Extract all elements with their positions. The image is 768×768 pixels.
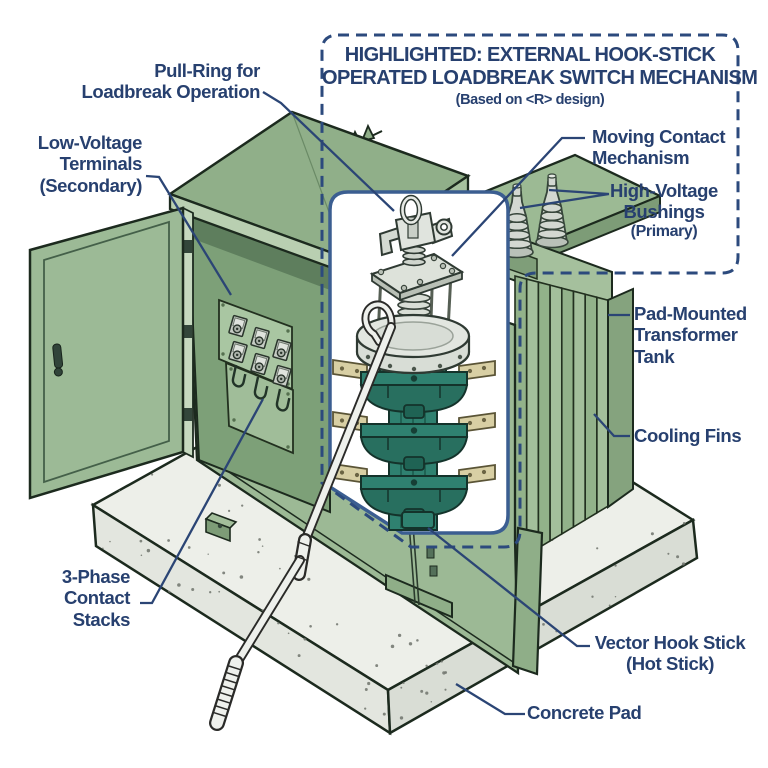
stick-shaft-lower xyxy=(231,556,304,670)
label-moving-contact: Moving Contact Mechanism xyxy=(592,126,726,169)
cabinet-sill-line xyxy=(198,451,517,665)
low-voltage-terminals xyxy=(228,314,292,388)
pad-speckles xyxy=(102,539,386,716)
spring-washers xyxy=(402,245,426,267)
ferrule-bands xyxy=(294,541,310,561)
mounting-plate xyxy=(369,252,465,302)
leader-vector-hook xyxy=(427,527,590,648)
title-line1: HIGHLIGHTED: EXTERNAL HOOK-STICK xyxy=(344,44,716,66)
label-pull-ring: Pull-Ring for Loadbreak Operation xyxy=(81,60,261,103)
pull-ring xyxy=(401,196,421,224)
leader-moving-contact xyxy=(451,136,585,257)
label-high-voltage: High-Voltage Bushings (Primary) xyxy=(610,180,718,240)
clevis-slot xyxy=(407,216,419,239)
leader-high-voltage xyxy=(519,188,610,210)
label-vector-hook: Vector Hook Stick (Hot Stick) xyxy=(594,632,746,675)
label-low-voltage: Low-Voltage Terminals (Secondary) xyxy=(37,132,143,196)
door-hinge xyxy=(183,240,192,253)
eye-hole xyxy=(440,223,448,231)
label-pad-mounted: Pad-Mounted Transformer Tank xyxy=(634,303,747,367)
label-concrete-pad: Concrete Pad xyxy=(527,702,642,723)
leader-low-voltage xyxy=(145,174,232,296)
hinge-mark xyxy=(429,565,438,577)
parking-stand-hooks xyxy=(231,364,291,412)
bracket-hole xyxy=(217,523,223,529)
title-line2: OPERATED LOADBREAK SWITCH MECHANISM xyxy=(322,67,758,89)
stick-hook xyxy=(363,302,394,345)
panel-screws xyxy=(221,303,290,449)
label-three-phase: 3-Phase Contact Stacks xyxy=(61,566,131,630)
dashed-highlight-outline xyxy=(320,33,740,549)
leader-lines xyxy=(140,91,630,716)
leader-cooling-fins xyxy=(593,413,630,438)
door-inner-panel xyxy=(43,220,170,484)
interior-shadow xyxy=(188,214,330,290)
door-hinge xyxy=(183,408,192,421)
fin-end-plate xyxy=(607,287,634,509)
high-voltage-bushings xyxy=(500,173,569,259)
vector-hook-stick xyxy=(209,300,396,731)
door-hinge xyxy=(183,325,192,338)
leader-three-phase xyxy=(140,398,265,605)
leader-concrete-pad xyxy=(455,683,525,716)
door-handle xyxy=(52,343,64,377)
stick-shaft-upper xyxy=(299,323,395,550)
stack-foot xyxy=(401,511,435,529)
cabinet-corner-panel xyxy=(511,526,544,676)
mounting-bracket xyxy=(205,517,231,543)
door-seam xyxy=(408,522,420,606)
inset-highlight-box xyxy=(328,190,510,535)
hinge-mark xyxy=(426,547,435,559)
three-phase-contact-stacks xyxy=(332,358,496,531)
label-cooling-fins: Cooling Fins xyxy=(634,425,742,446)
leader-pull-ring xyxy=(262,91,395,212)
pad-face-right xyxy=(386,517,699,736)
cabinet-door xyxy=(28,206,185,500)
stick-grip xyxy=(211,657,242,729)
grip-ribs xyxy=(213,665,241,717)
title-line3: (Based on <R> design) xyxy=(455,92,605,108)
